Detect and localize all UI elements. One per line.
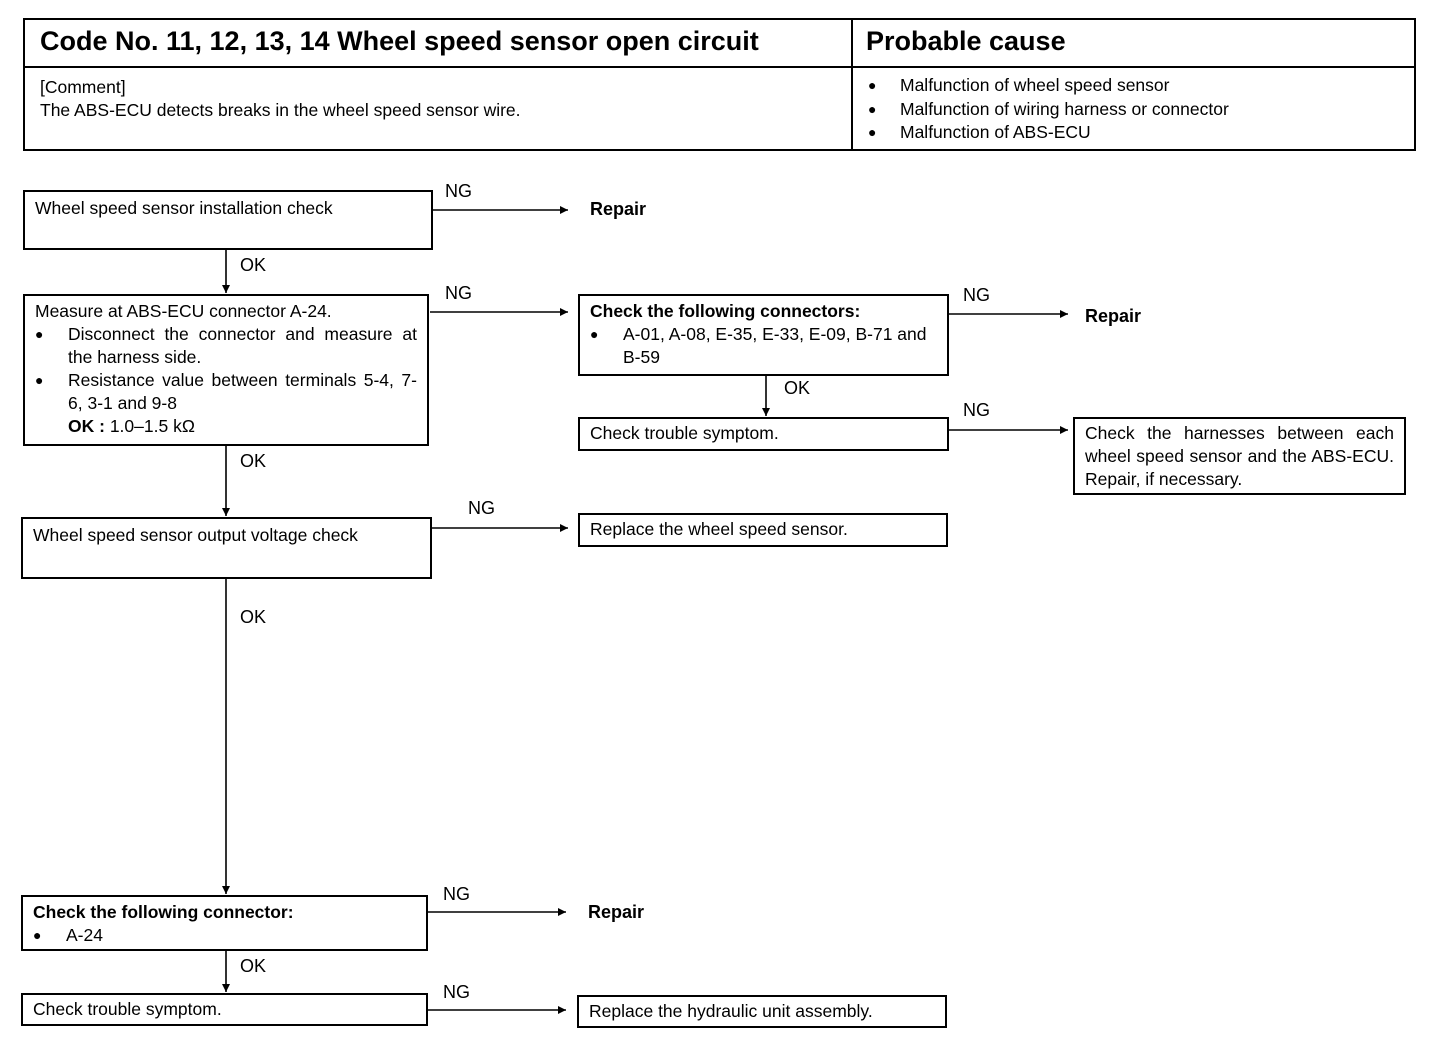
step-check-connector-title: Check the following connector: xyxy=(33,902,294,922)
step-measure-connector: Measure at ABS-ECU connector A-24. Disco… xyxy=(23,294,429,446)
cause-item: Malfunction of wheel speed sensor xyxy=(868,74,1229,98)
replace-sensor-text: Replace the wheel speed sensor. xyxy=(590,519,848,539)
probable-cause-title: Probable cause xyxy=(866,26,1066,56)
header-table: Code No. 11, 12, 13, 14 Wheel speed sens… xyxy=(23,18,1416,151)
header-horizontal-divider xyxy=(25,66,1414,68)
cause-item: Malfunction of ABS-ECU xyxy=(868,121,1229,145)
ng-label: NG xyxy=(445,283,472,303)
branch-check-connectors-title: Check the following connectors: xyxy=(590,301,861,321)
replace-hydraulic-box: Replace the hydraulic unit assembly. xyxy=(577,995,947,1028)
step-output-voltage-check-text: Wheel speed sensor output voltage check xyxy=(33,525,358,545)
header-vertical-divider xyxy=(851,20,853,149)
replace-sensor-box: Replace the wheel speed sensor. xyxy=(578,513,948,547)
repair-label: Repair xyxy=(1085,306,1142,326)
probable-cause-list: Malfunction of wheel speed sensor Malfun… xyxy=(868,74,1229,145)
ok-label: OK xyxy=(240,956,267,976)
ok-spec-value: 1.0–1.5 kΩ xyxy=(109,416,195,436)
ok-label: OK xyxy=(784,378,811,398)
ng-label: NG xyxy=(963,285,990,305)
step-measure-title: Measure at ABS-ECU connector A-24. xyxy=(35,301,332,321)
branch-check-trouble-symptom: Check trouble symptom. xyxy=(578,417,949,451)
comment-block: [Comment] The ABS-ECU detects breaks in … xyxy=(40,76,521,122)
repair-label: Repair xyxy=(588,902,645,922)
step-check-connector-a24: Check the following connector: A-24 xyxy=(21,895,428,951)
step-measure-bullet-1: Disconnect the connector and measure at … xyxy=(35,323,417,369)
step-output-voltage-check: Wheel speed sensor output voltage check xyxy=(21,517,432,579)
comment-text: The ABS-ECU detects breaks in the wheel … xyxy=(40,100,521,120)
branch-check-connectors: Check the following connectors: A-01, A-… xyxy=(578,294,949,376)
ok-label: OK xyxy=(240,451,267,471)
harness-check-box: Check the harnesses between each wheel s… xyxy=(1073,417,1406,495)
ng-label: NG xyxy=(443,884,470,904)
repair-label: Repair xyxy=(590,199,647,219)
step-measure-ok-line: OK : 1.0–1.5 kΩ xyxy=(35,415,417,438)
ng-label: NG xyxy=(445,181,472,201)
harness-check-text: Check the harnesses between each wheel s… xyxy=(1085,423,1394,489)
step-check-trouble-symptom: Check trouble symptom. xyxy=(21,993,428,1026)
code-title: Code No. 11, 12, 13, 14 Wheel speed sens… xyxy=(40,26,759,56)
ng-label: NG xyxy=(468,498,495,518)
cause-item: Malfunction of wiring harness or connect… xyxy=(868,98,1229,122)
ok-label: OK xyxy=(240,255,267,275)
step-check-connector-bullet: A-24 xyxy=(33,924,416,947)
ng-label: NG xyxy=(963,400,990,420)
branch-check-trouble-symptom-text: Check trouble symptom. xyxy=(590,423,779,443)
replace-hydraulic-text: Replace the hydraulic unit assembly. xyxy=(589,1001,873,1021)
branch-check-connectors-bullet: A-01, A-08, E-35, E-33, E-09, B-71 and B… xyxy=(590,323,937,369)
step-check-trouble-symptom-text: Check trouble symptom. xyxy=(33,999,222,1019)
step-measure-bullet-2: Resistance value between terminals 5-4, … xyxy=(35,369,417,415)
comment-label: [Comment] xyxy=(40,77,126,97)
ok-label: OK xyxy=(240,607,267,627)
ok-spec-label: OK : xyxy=(68,416,105,436)
step-sensor-installation-check-text: Wheel speed sensor installation check xyxy=(35,198,333,218)
step-sensor-installation-check: Wheel speed sensor installation check xyxy=(23,190,433,250)
ng-label: NG xyxy=(443,982,470,1002)
